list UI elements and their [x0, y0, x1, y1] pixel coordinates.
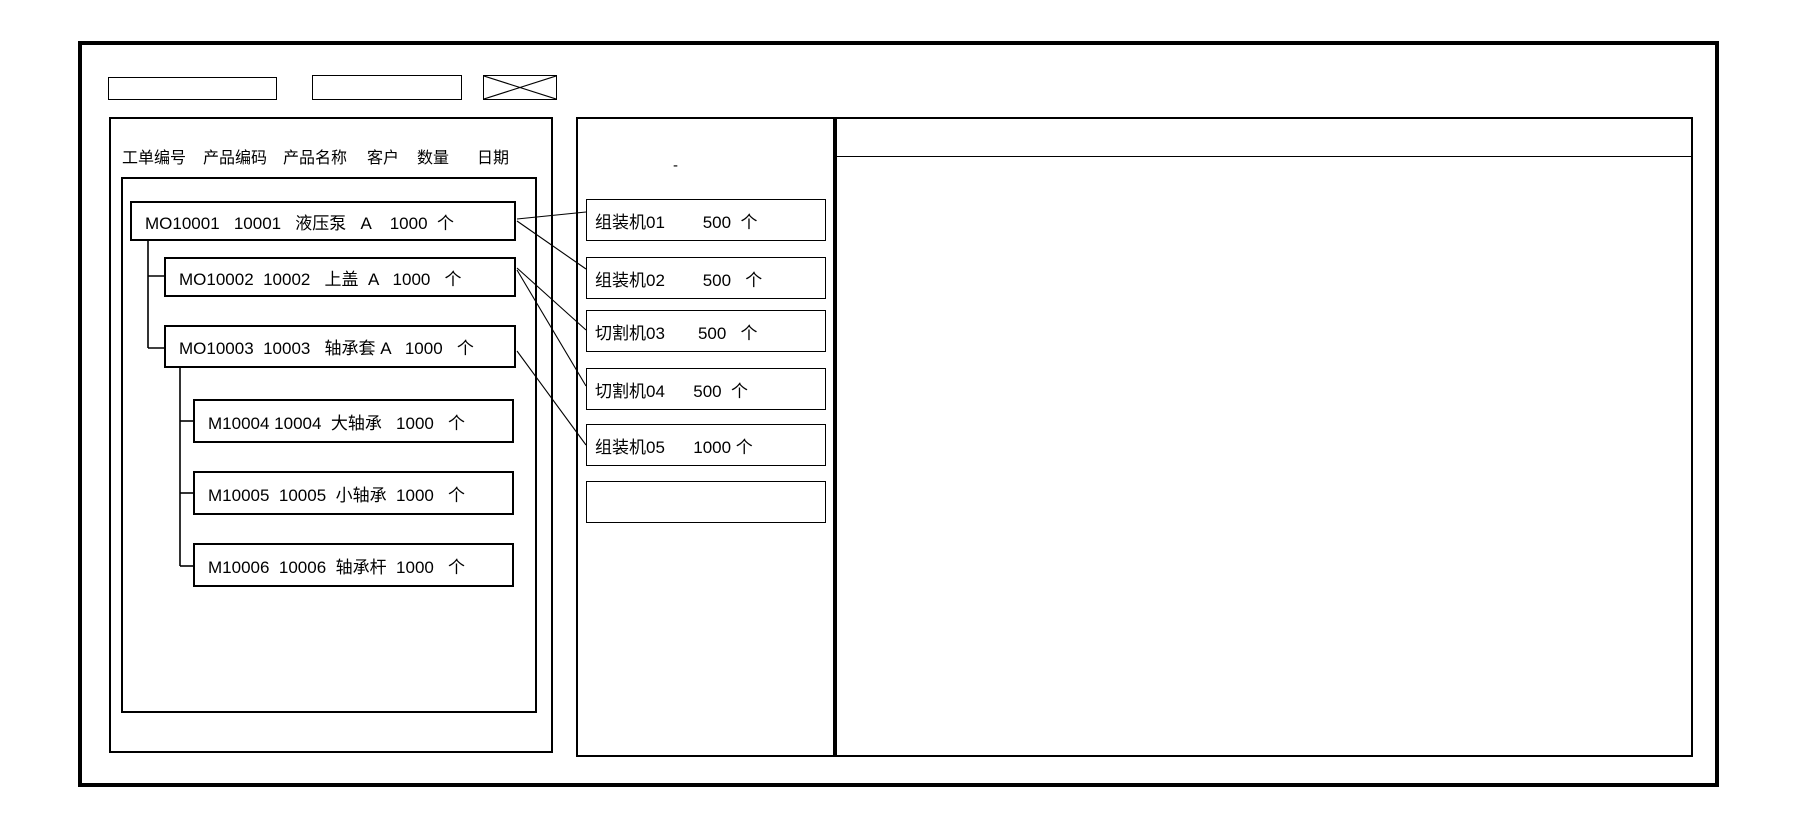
column-header-product-code: 产品编码 — [203, 150, 268, 167]
order-card-text: M10004 10004 大轴承 1000 个 — [208, 413, 466, 433]
dot-mark: - — [673, 157, 678, 174]
order-card-text: MO10001 10001 液压泵 A 1000 个 — [145, 213, 454, 233]
column-header-product-name: 产品名称 — [283, 150, 348, 167]
order-card-M10004[interactable]: M10004 10004 大轴承 1000 个 — [193, 399, 514, 443]
machine-card-04[interactable]: 切割机04 500 个 — [586, 368, 826, 410]
order-card-text: M10005 10005 小轴承 1000 个 — [208, 485, 466, 505]
machine-card-05[interactable]: 组装机05 1000 个 — [586, 424, 826, 466]
order-card-MO10001[interactable]: MO10001 10001 液压泵 A 1000 个 — [130, 201, 516, 241]
machine-card-01[interactable]: 组装机01 500 个 — [586, 199, 826, 241]
crossed-box-icon — [484, 76, 556, 99]
detail-panel-header-divider — [837, 156, 1691, 157]
column-header-date: 日期 — [477, 150, 510, 167]
machine-card-text: 组装机05 1000 个 — [595, 437, 753, 457]
toolbar-input-2[interactable] — [312, 75, 462, 100]
column-header-order-no: 工单编号 — [122, 150, 187, 167]
machine-card-text: 切割机04 500 个 — [595, 381, 749, 401]
column-header-qty: 数量 — [417, 150, 450, 167]
image-placeholder-icon — [483, 75, 557, 100]
order-card-text: MO10002 10002 上盖 A 1000 个 — [179, 269, 462, 289]
order-card-M10006[interactable]: M10006 10006 轴承杆 1000 个 — [193, 543, 514, 587]
detail-panel — [835, 117, 1693, 757]
order-card-text: M10006 10006 轴承杆 1000 个 — [208, 557, 466, 577]
order-card-MO10002[interactable]: MO10002 10002 上盖 A 1000 个 — [164, 257, 516, 297]
order-card-text: MO10003 10003 轴承套 A 1000 个 — [179, 339, 474, 358]
cross-diagonal-2 — [484, 76, 556, 99]
machine-card-text: 切割机03 500 个 — [595, 323, 758, 343]
machine-card-empty[interactable] — [586, 481, 826, 523]
machine-card-03[interactable]: 切割机03 500 个 — [586, 310, 826, 352]
order-card-M10005[interactable]: M10005 10005 小轴承 1000 个 — [193, 471, 514, 515]
order-card-MO10003[interactable]: MO10003 10003 轴承套 A 1000 个 — [164, 325, 516, 368]
column-header-customer: 客户 — [367, 150, 400, 167]
machine-card-02[interactable]: 组装机02 500 个 — [586, 257, 826, 299]
machine-card-text: 组装机01 500 个 — [595, 212, 758, 232]
toolbar-input-1[interactable] — [108, 77, 277, 100]
machine-card-text: 组装机02 500 个 — [595, 270, 763, 290]
